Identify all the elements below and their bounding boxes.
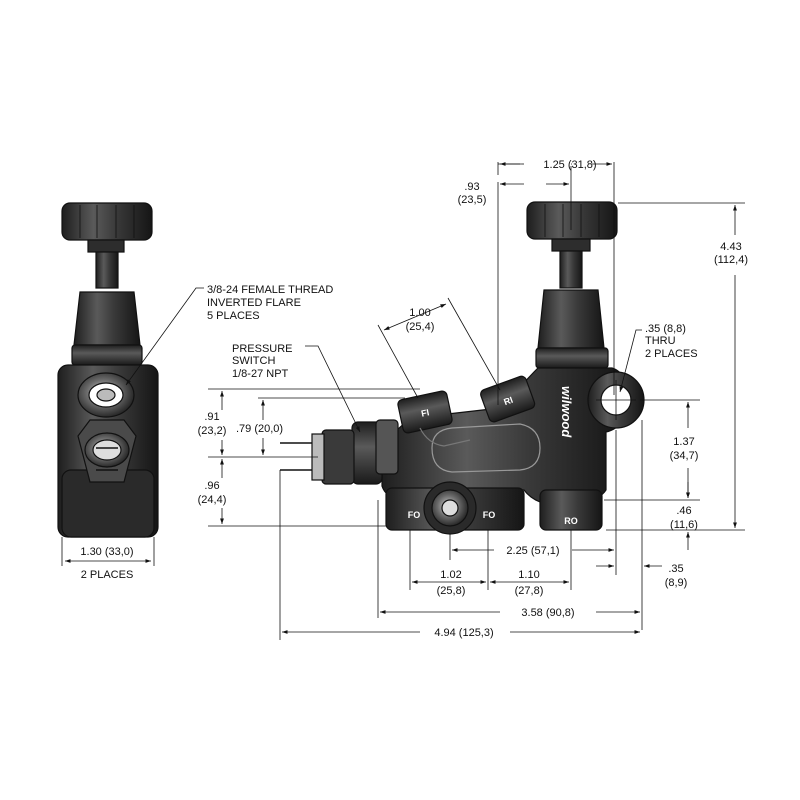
dim-left-mid: .79 (20,0): [236, 423, 283, 435]
dim-angled-line2: (25,4): [406, 321, 435, 333]
dim-overall-height-line2: (112,4): [714, 254, 748, 266]
front-bonnet: [537, 289, 605, 349]
thread-callout: 3/8-24 FEMALE THREAD INVERTED FLARE 5 PL…: [125, 284, 333, 386]
side-stem: [95, 251, 119, 289]
dim-top-width: 1.25 (31,8): [543, 159, 596, 171]
fi-port: FI: [397, 390, 453, 434]
dim-right-low-line1: .46: [676, 505, 691, 517]
ri-port: RI: [480, 375, 536, 423]
port-label-fi: FI: [420, 407, 430, 418]
port-label-fo-right: FO: [483, 510, 496, 520]
pressure-switch-note-line1: PRESSURE: [232, 343, 293, 355]
fo-center-port: [423, 481, 477, 535]
dim-span-110-line2: (27,8): [515, 585, 544, 597]
dim-span-494: 4.94 (125,3): [434, 627, 493, 639]
side-hex-nut: [71, 344, 143, 366]
side-switch-hex: [77, 419, 137, 483]
pressure-switch: [280, 419, 399, 485]
port-label-ri: RI: [502, 395, 514, 407]
dim-right-small-line2: (8,9): [665, 577, 688, 589]
front-knob: [526, 201, 618, 252]
side-view: 1.30 (33,0) 2 PLACES: [57, 202, 159, 581]
thread-note-line1: 3/8-24 FEMALE THREAD: [207, 284, 333, 296]
port-label-fo-left: FO: [408, 510, 421, 520]
dim-left-upper-line1: .91: [204, 411, 219, 423]
dim-left-lower-line1: .96: [204, 480, 219, 492]
dim-overall-height-line1: 4.43: [720, 241, 741, 253]
dim-right-mid-line1: 1.37: [673, 436, 694, 448]
dim-span-102-line2: (25,8): [437, 585, 466, 597]
dimensions: 1.25 (31,8) .93 (23,5) 4.43 (112,4) 1.00…: [198, 159, 748, 640]
dim-span-225: 2.25 (57,1): [506, 545, 559, 557]
dim-right-low-line2: (11,6): [670, 519, 698, 531]
dim-top-offset-line2: (23,5): [458, 194, 487, 206]
dim-left-lower-line2: (24,4): [198, 494, 227, 506]
brand-logo-text: wilwood: [559, 386, 574, 438]
side-upper-port: [77, 372, 135, 418]
pressure-switch-note-line2: SWITCH: [232, 355, 275, 367]
pressure-switch-note-line3: 1/8-27 NPT: [232, 368, 289, 380]
thru-hole-callout: .35 (8,8) THRU 2 PLACES: [619, 323, 698, 393]
pressure-switch-callout: PRESSURE SWITCH 1/8-27 NPT: [232, 343, 361, 433]
dim-top-offset-line1: .93: [464, 181, 479, 193]
dim-span-110-line1: 1.10: [518, 569, 539, 581]
side-bonnet: [73, 291, 141, 346]
dim-angled-line1: 1.00: [409, 307, 430, 319]
front-center-groove: [431, 423, 541, 473]
dim-right-mid-line2: (34,7): [670, 450, 699, 462]
thread-note-line2: INVERTED FLARE: [207, 297, 301, 309]
front-stem: [559, 250, 583, 289]
side-width-dim-line1: 1.30 (33,0): [80, 546, 133, 558]
dim-span-102-line1: 1.02: [440, 569, 461, 581]
dim-left-upper-line2: (23,2): [198, 425, 227, 437]
fi-neck: [419, 427, 471, 447]
thru-note-line2: THRU: [645, 335, 676, 347]
thru-note-line1: .35 (8,8): [645, 323, 686, 335]
thru-note-line3: 2 PLACES: [645, 348, 698, 360]
mount-ear: [587, 371, 645, 429]
side-width-dim-line2: 2 PLACES: [81, 569, 134, 581]
side-knob: [61, 202, 153, 253]
dim-right-small-line1: .35: [668, 563, 683, 575]
front-view: RO FO FO FI RI wilwood: [280, 201, 645, 535]
thread-note-line3: 5 PLACES: [207, 310, 260, 322]
front-hex-nut: [535, 347, 609, 369]
port-label-ro: RO: [564, 516, 578, 526]
dim-span-358: 3.58 (90,8): [521, 607, 574, 619]
